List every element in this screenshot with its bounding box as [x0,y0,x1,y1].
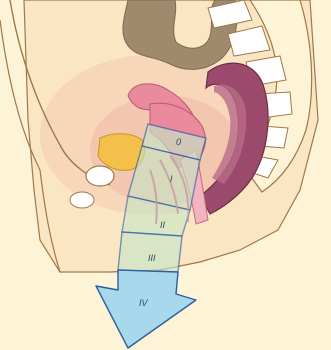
stage-zone-3 [118,232,182,272]
stage-label-0: 0 [176,137,181,147]
stage-label-3: III [148,253,156,263]
stage-label-4: IV [139,298,149,308]
pubic-bone [86,166,114,186]
pubic-symphysis [70,192,94,208]
stage-label-2: II [160,220,166,230]
